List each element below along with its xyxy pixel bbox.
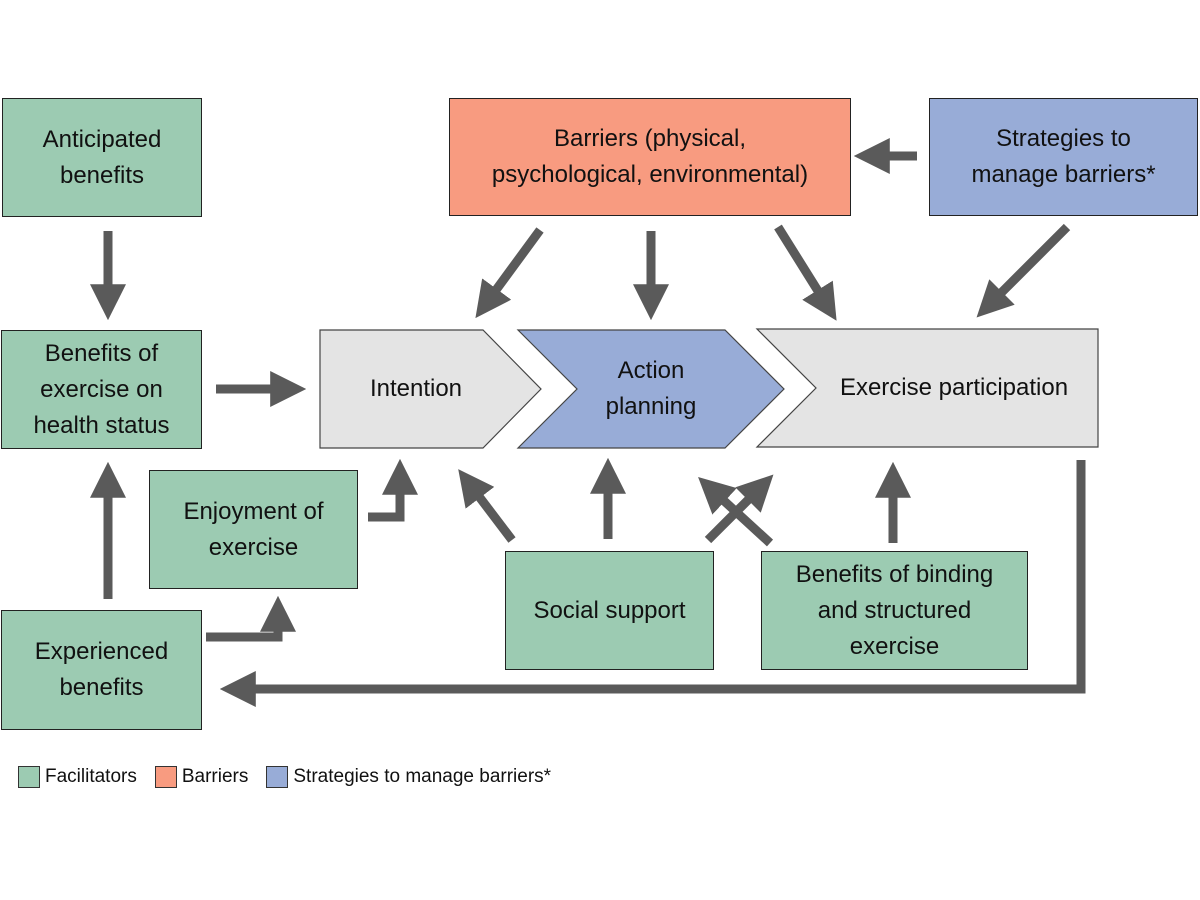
arrow-barriers-to-participation: [774, 224, 837, 321]
arrow-strategies-to-participation: [976, 223, 1071, 318]
benefits-health-status-box: Benefits of exercise on health status: [1, 330, 202, 449]
arrow-participation-to-experienced: [219, 460, 1086, 707]
action-planning-shape: [516, 329, 785, 449]
legend-label: Barriers: [181, 766, 249, 787]
exercise-participation-shape: [755, 328, 1099, 448]
arrow-binding-to-action: [698, 477, 774, 547]
arrow-enjoyment-to-intention: [368, 458, 418, 522]
legend-label: Strategies to manage barriers*: [293, 766, 552, 787]
enjoyment-box: Enjoyment of exercise: [149, 470, 358, 589]
legend: Facilitators Barriers Strategies to mana…: [18, 766, 569, 788]
exercise-participation-label: Exercise participation: [839, 374, 1069, 401]
social-support-box: Social support: [505, 551, 714, 670]
intention-label: Intention: [369, 375, 463, 402]
strategies-box: Strategies to manage barriers*: [929, 98, 1198, 216]
binding-structured-box: Benefits of binding and structured exerc…: [761, 551, 1028, 670]
experienced-benefits-box: Experienced benefits: [1, 610, 202, 730]
legend-swatch-facilitators: [18, 766, 40, 788]
intention-shape: [319, 329, 542, 449]
legend-item-facilitators: Facilitators: [18, 766, 137, 788]
barriers-box: Barriers (physical, psychological, envir…: [449, 98, 851, 216]
legend-swatch-strategies: [266, 766, 289, 788]
arrow-barriers-to-intention: [475, 227, 544, 319]
action-planning-label: Action planning: [605, 357, 697, 420]
legend-item-barriers: Barriers: [154, 766, 249, 788]
anticipated-benefits-box: Anticipated benefits: [2, 98, 202, 217]
legend-swatch-barriers: [154, 766, 177, 788]
arrow-experienced-to-enjoyment: [206, 595, 296, 642]
legend-item-strategies: Strategies to manage barriers*: [266, 766, 551, 788]
legend-label: Facilitators: [45, 766, 137, 787]
arrow-social-to-intention: [458, 469, 516, 543]
